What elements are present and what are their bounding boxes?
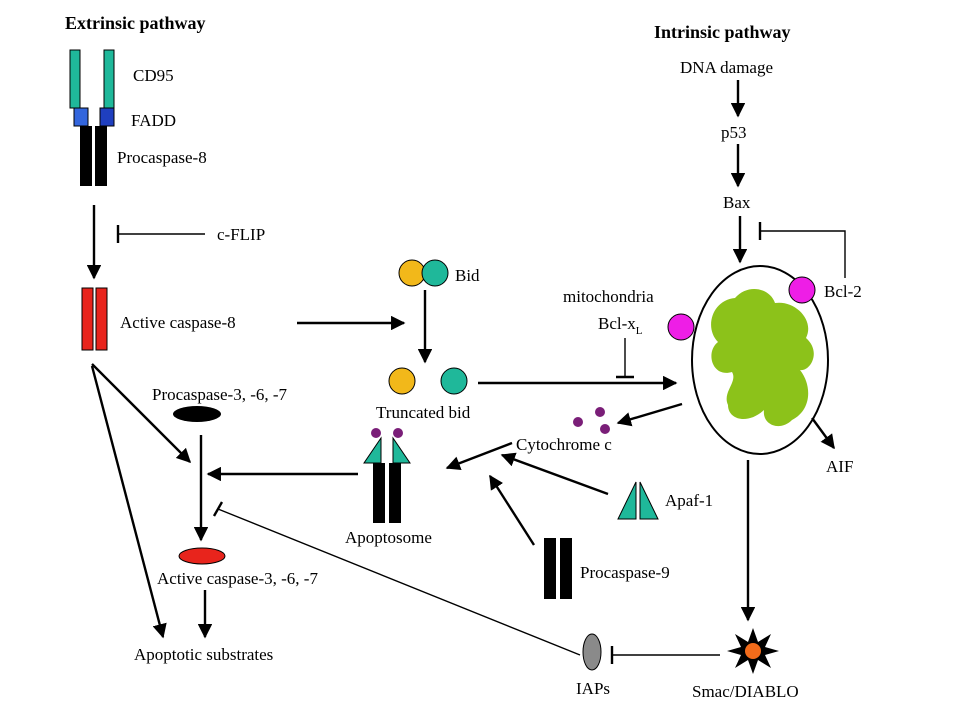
truncated-bid-label: Truncated bid xyxy=(376,403,471,422)
active-caspase-8-label: Active caspase-8 xyxy=(120,313,236,332)
bcl2-inhibition-line xyxy=(760,230,846,278)
mitochondrion-shape xyxy=(667,265,829,455)
bid-label: Bid xyxy=(455,266,480,285)
procaspase-367-shape xyxy=(173,406,221,422)
procaspase-9-label: Procaspase-9 xyxy=(580,563,670,582)
bcl-xl-label: Bcl-xL xyxy=(598,314,643,337)
fadd-adaptor xyxy=(73,107,115,127)
procaspase-367-label: Procaspase-3, -6, -7 xyxy=(152,385,288,404)
bcl-2-label: Bcl-2 xyxy=(824,282,862,301)
apaf-1-shape xyxy=(617,481,659,520)
smac-diablo-label: Smac/DIABLO xyxy=(692,682,799,701)
active-caspase-367-shape xyxy=(178,547,226,565)
aif-label: AIF xyxy=(826,457,853,476)
arrow-caspase8-to-caspase3 xyxy=(91,363,192,464)
iap-inhibition-bar xyxy=(212,501,224,517)
dna-damage-label: DNA damage xyxy=(680,58,773,77)
bax-label: Bax xyxy=(723,193,751,212)
iaps-label: IAPs xyxy=(576,679,610,698)
bid-shape xyxy=(398,259,449,287)
apoptosome-shape xyxy=(363,428,411,523)
procaspase-8-shape xyxy=(80,126,107,186)
arrow-mitochondria-to-aif xyxy=(811,417,835,450)
arrow-mitochondria-to-cytochrome xyxy=(616,402,683,427)
cflip-label: c-FLIP xyxy=(217,225,265,244)
arrow-caspase8-to-substrates xyxy=(90,365,167,639)
procaspase-8-label: Procaspase-8 xyxy=(117,148,207,167)
cd95-receptor xyxy=(69,49,115,109)
apaf-1-label: Apaf-1 xyxy=(665,491,713,510)
apoptosome-label: Apoptosome xyxy=(345,528,432,547)
extrinsic-header: Extrinsic pathway xyxy=(65,13,206,33)
cytochrome-c-shape xyxy=(573,407,610,434)
active-caspase-367-label: Active caspase-3, -6, -7 xyxy=(157,569,318,588)
truncated-bid-shape xyxy=(388,367,468,395)
arrow-apaf1-to-apoptosome xyxy=(500,452,609,496)
mitochondria-label: mitochondria xyxy=(563,287,654,306)
smac-diablo-core xyxy=(745,643,761,659)
p53-label: p53 xyxy=(721,123,747,142)
active-caspase-8-shape xyxy=(81,287,108,351)
iap-inhibition-line xyxy=(217,508,581,656)
arrow-cytochrome-to-apoptosome xyxy=(445,441,513,471)
intrinsic-header: Intrinsic pathway xyxy=(654,22,791,42)
cd95-label: CD95 xyxy=(133,66,174,85)
arrow-procaspase9-to-apoptosome xyxy=(488,474,536,546)
procaspase-9-shape xyxy=(544,538,572,599)
iaps-shape xyxy=(582,633,602,671)
fadd-label: FADD xyxy=(131,111,176,130)
cytochrome-c-label: Cytochrome c xyxy=(516,435,612,454)
apoptotic-substrates-label: Apoptotic substrates xyxy=(134,645,273,664)
